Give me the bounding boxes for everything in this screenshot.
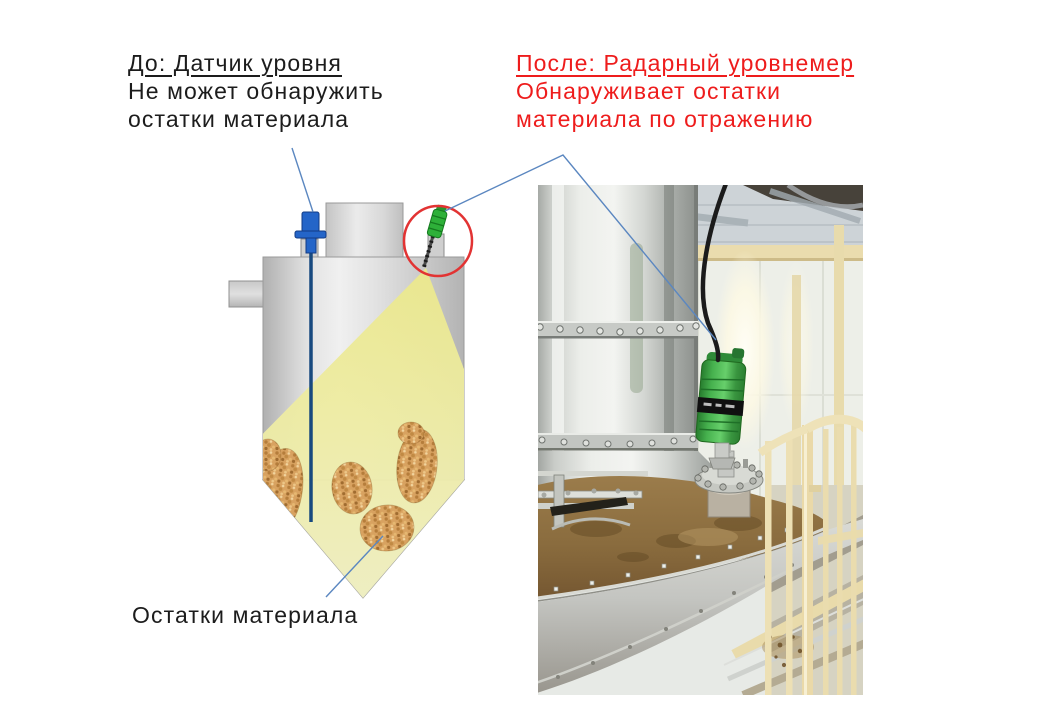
photo-sensor-stem	[714, 442, 730, 459]
tank-body	[262, 256, 465, 481]
photo-radar-installation	[538, 185, 863, 695]
level-sensor-nozzle	[300, 238, 319, 260]
radar-antenna	[422, 235, 435, 268]
highlight-circle	[402, 204, 474, 278]
before-title: До: Датчик уровня	[128, 50, 342, 76]
material-clump-center	[331, 461, 373, 515]
before-caption-block: До: Датчик уровня Не может обнаружить ос…	[128, 49, 384, 133]
material-clump-bottom	[359, 504, 415, 552]
after-title: После: Радарный уровнемер	[516, 50, 855, 76]
tank-top-box	[325, 202, 404, 260]
tank-cone	[261, 479, 466, 599]
after-line2: материала по отражению	[516, 106, 814, 132]
photo-flange-band-upper	[538, 321, 700, 339]
photo-railing	[757, 414, 863, 695]
after-line1: Обнаруживает остатки	[516, 78, 782, 104]
after-caption-block: После: Радарный уровнемер Обнаруживает о…	[516, 49, 854, 133]
leader-line-material	[325, 535, 384, 598]
level-sensor-graphic	[294, 211, 327, 254]
radar-beam	[263, 268, 464, 598]
material-residue-label: Остатки материала	[132, 602, 359, 628]
level-sensor-head	[301, 211, 320, 233]
material-clump-right	[396, 421, 438, 504]
radar-nozzle	[427, 233, 445, 259]
material-clumps	[263, 421, 438, 552]
photo-tank-lid	[538, 476, 863, 693]
radar-sensor-graphic	[422, 204, 448, 268]
photo-mount-flange	[694, 441, 764, 518]
material-clump-left	[263, 438, 304, 536]
photo-green-radar-sensor	[695, 348, 747, 445]
tank-side-pipe	[228, 280, 268, 308]
before-line1: Не может обнаружить	[128, 78, 384, 104]
leader-line-before	[291, 147, 314, 213]
photo-flange-band-lower	[538, 433, 698, 451]
photo-scene	[538, 185, 863, 695]
photo-manhole-hatch	[538, 471, 648, 531]
before-line2: остатки материала	[128, 106, 350, 132]
